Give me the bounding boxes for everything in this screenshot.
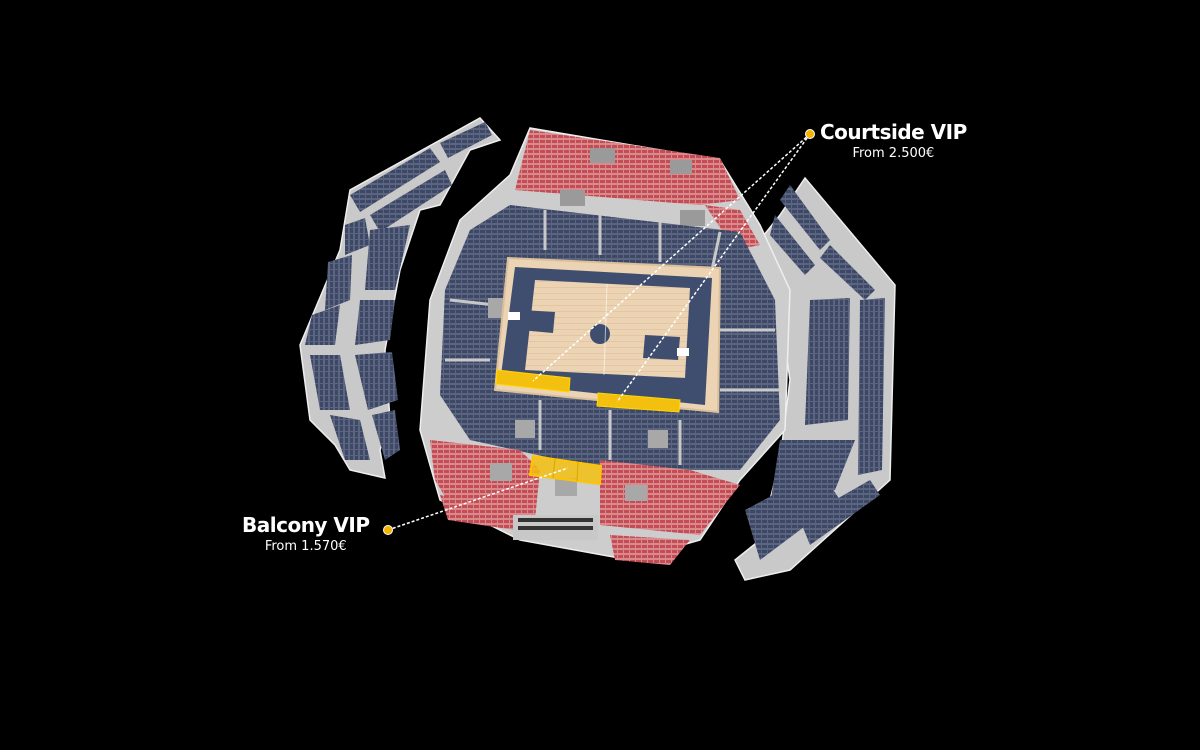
balcony-vip-callout[interactable]: Balcony VIP From 1.570€ [242,513,370,554]
balcony-vip-title: Balcony VIP [242,513,370,537]
top-red-stands[interactable] [515,130,760,250]
balcony-vip-price: From 1.570€ [264,539,347,554]
courtside-vip-title: Courtside VIP [820,120,967,144]
balcony-vip-highlight[interactable] [528,454,603,486]
courtside-vip-price: From 2.500€ [852,146,935,161]
balcony-marker-dot[interactable] [383,525,393,535]
left-wing-stand[interactable] [299,117,502,479]
callout-leaders [387,133,811,531]
courtside-vip-callout[interactable]: Courtside VIP From 2.500€ [820,120,967,161]
bottom-red-stands[interactable] [430,440,740,565]
basketball-court [493,256,722,414]
courtside-marker-dot[interactable] [805,129,815,139]
